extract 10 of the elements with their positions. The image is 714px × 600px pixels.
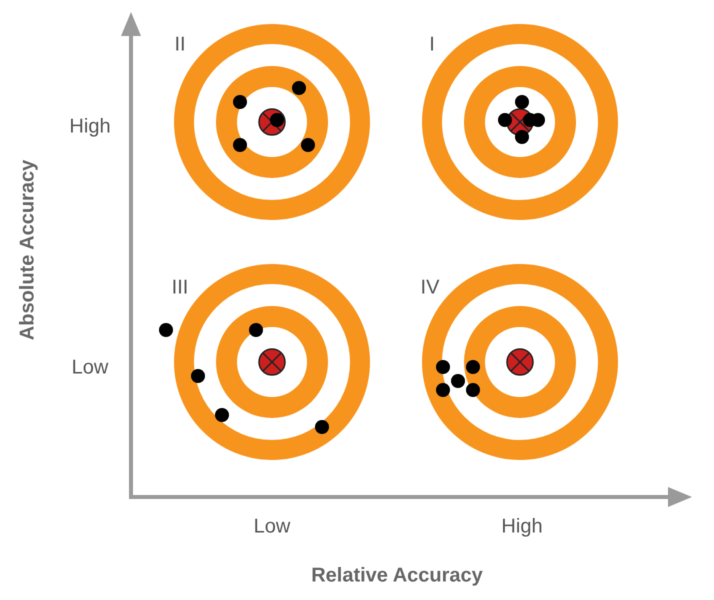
axis-tick-label: Low	[254, 516, 290, 538]
axis-tick-label: Low	[72, 356, 108, 380]
axis-title: Relative Accuracy	[311, 564, 483, 588]
quadrant-label: III	[172, 276, 188, 300]
axis-tick-label: High	[69, 116, 111, 138]
quadrant-label: II	[174, 34, 186, 56]
quadrant-label: I	[429, 34, 435, 56]
axis-title: Absolute Accuracy	[16, 160, 40, 340]
quadrant-label: IV	[420, 276, 440, 300]
axis-tick-label: High	[501, 516, 543, 538]
